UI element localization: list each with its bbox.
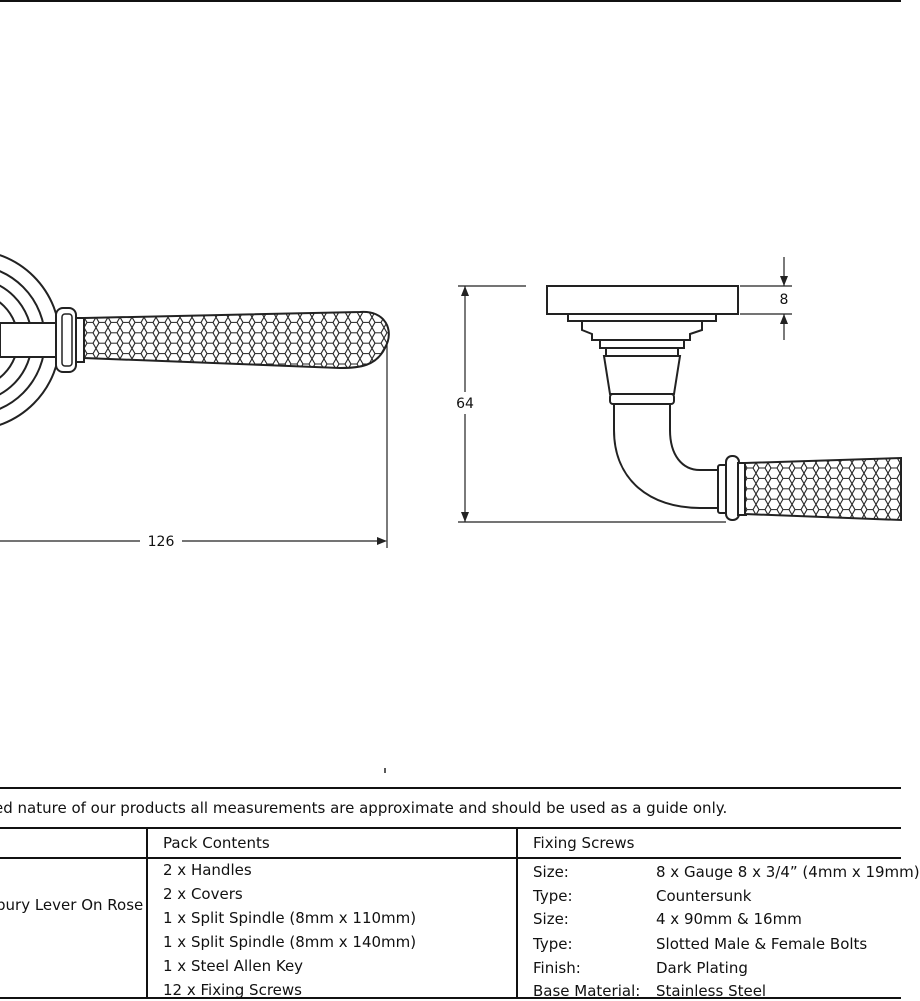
fixing-value: Dark Plating — [656, 959, 748, 977]
fixing-value: Slotted Male & Female Bolts — [656, 935, 868, 953]
width-dimension-label: 126 — [148, 534, 175, 550]
disclaimer-text: ed nature of our products all measuremen… — [0, 799, 728, 817]
pack-item: 2 x Handles — [163, 861, 252, 879]
rose-thickness-label: 8 — [780, 292, 789, 308]
disclaimer-section: ed nature of our products all measuremen… — [0, 787, 901, 827]
fixing-label: Finish: — [533, 959, 581, 977]
header-divider — [0, 857, 901, 859]
pack-item: 1 x Steel Allen Key — [163, 957, 304, 975]
fixing-value: 4 x 90mm & 16mm — [656, 910, 802, 928]
fixing-label: Size: — [533, 863, 569, 881]
pack-item: 12 x Fixing Screws — [163, 981, 302, 999]
pack-item: 2 x Covers — [163, 885, 243, 903]
height-dimension-label: 64 — [456, 396, 474, 412]
pack-item: 1 x Split Spindle (8mm x 110mm) — [163, 909, 417, 927]
front-width-dimension: 126 — [0, 345, 388, 550]
fixing-label: Type: — [533, 887, 573, 905]
rose-thickness-dimension: 8 — [740, 257, 792, 340]
fixing-label: Type: — [533, 935, 573, 953]
fixing-screws-heading: Fixing Screws — [533, 834, 635, 852]
product-name: bury Lever On Rose — [0, 896, 144, 914]
fixing-label: Size: — [533, 910, 569, 928]
fixing-label: Base Material: — [533, 982, 641, 1000]
front-view-lever — [0, 307, 390, 373]
technical-drawing: 126 64 8 — [0, 0, 902, 773]
column-divider — [146, 829, 148, 997]
pack-item: 1 x Split Spindle (8mm x 140mm) — [163, 933, 417, 951]
fixing-value: Countersunk — [656, 887, 752, 905]
column-divider — [516, 829, 518, 997]
spec-table: Pack Contents Fixing Screws bury Lever O… — [0, 827, 920, 1000]
fixing-value: Stainless Steel — [656, 982, 767, 1000]
pack-contents-heading: Pack Contents — [163, 834, 270, 852]
fixing-value: 8 x Gauge 8 x 3/4” (4mm x 19mm) — [656, 863, 920, 881]
side-height-dimension: 64 — [456, 285, 726, 523]
